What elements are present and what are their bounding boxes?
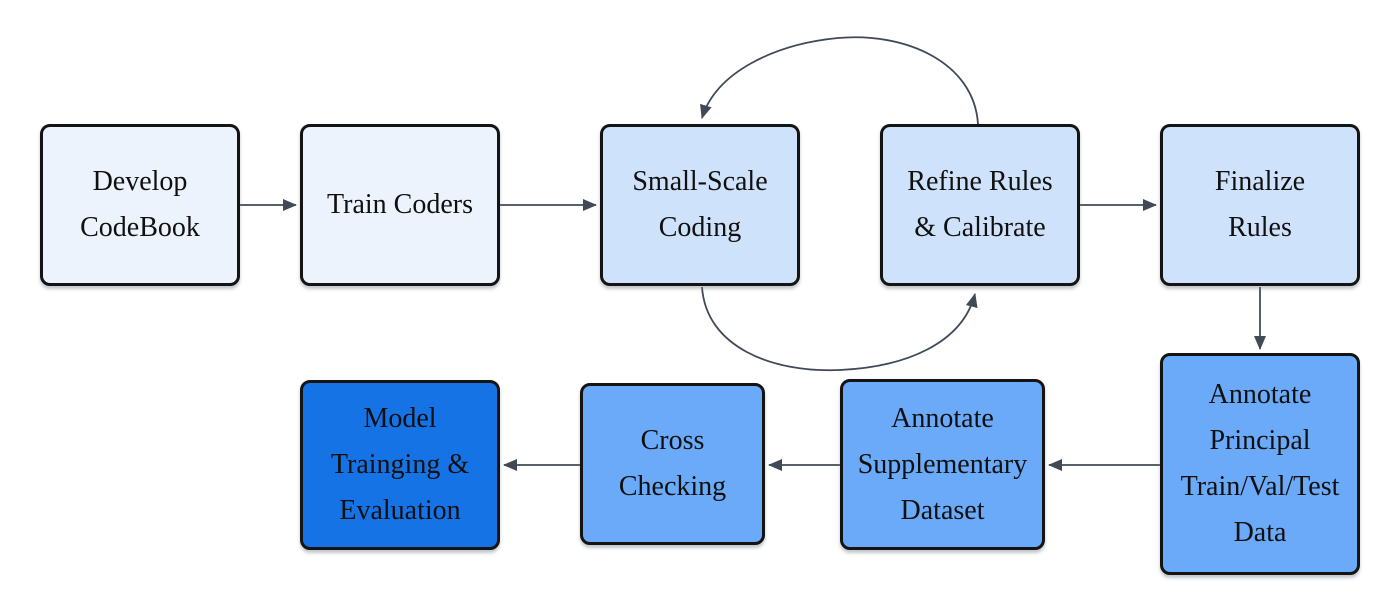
node-annotate-supplementary-dataset: Annotate Supplementary Dataset: [840, 379, 1045, 550]
edge-loop-small-scale-to-refine-bottom: [701, 286, 978, 372]
node-annotate-supplementary-dataset-label: Annotate Supplementary Dataset: [857, 402, 1028, 526]
node-cross-checking-label: Cross Checking: [618, 425, 727, 502]
node-finalize-rules-label: Finalize Rules: [1214, 166, 1306, 243]
node-train-coders-label: Train Coders: [327, 189, 473, 220]
node-develop-codebook-label: Develop CodeBook: [80, 166, 200, 243]
node-train-coders: Train Coders: [300, 124, 500, 286]
node-annotate-principal-data: Annotate Principal Train/Val/Test Data: [1160, 353, 1360, 575]
node-annotate-principal-data-label: Annotate Principal Train/Val/Test Data: [1180, 379, 1340, 548]
node-model-training-evaluation-label: Model Trainging & Evaluation: [330, 403, 470, 526]
edge-loop-refine-to-small-scale-top: [700, 36, 979, 125]
node-small-scale-coding: Small-Scale Coding: [600, 124, 800, 286]
node-refine-rules-calibrate-label: Refine Rules & Calibrate: [907, 166, 1053, 243]
node-develop-codebook: Develop CodeBook: [40, 124, 240, 286]
node-model-training-evaluation: Model Trainging & Evaluation: [300, 380, 500, 550]
node-cross-checking: Cross Checking: [580, 383, 765, 545]
node-small-scale-coding-label: Small-Scale Coding: [632, 166, 768, 243]
node-finalize-rules: Finalize Rules: [1160, 124, 1360, 286]
node-refine-rules-calibrate: Refine Rules & Calibrate: [880, 124, 1080, 286]
